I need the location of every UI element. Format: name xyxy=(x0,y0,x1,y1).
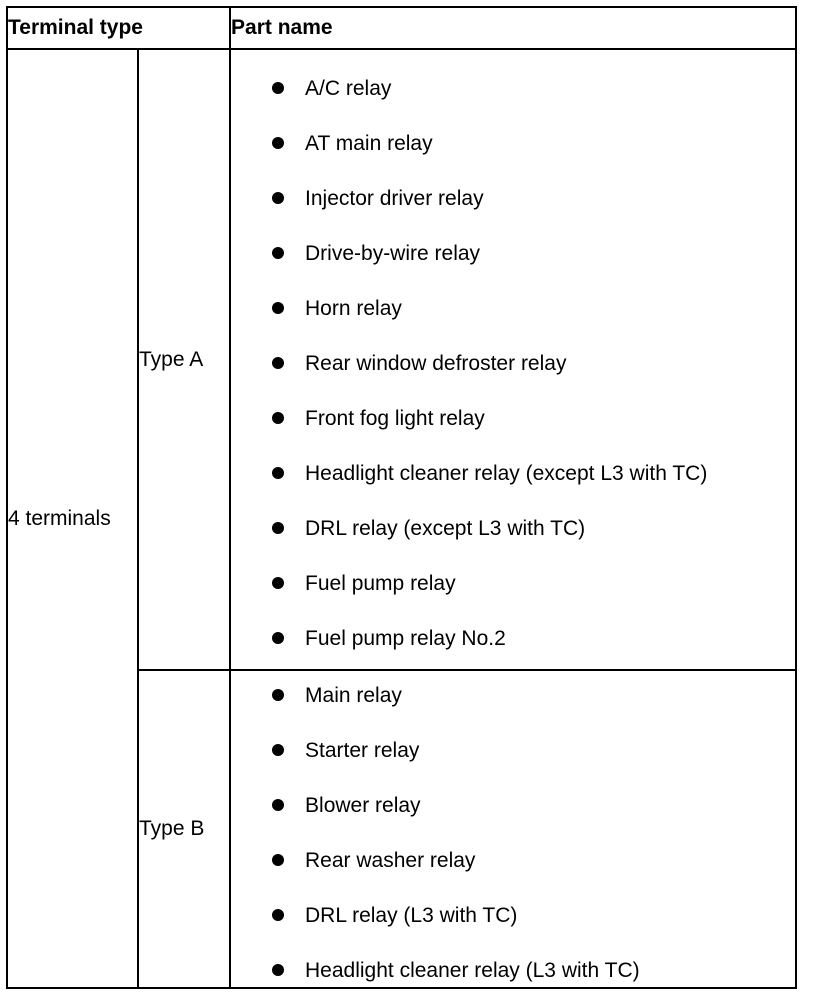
bullet-icon xyxy=(272,744,285,757)
list-item: Rear washer relay xyxy=(231,846,795,875)
part-name-text: Horn relay xyxy=(305,297,402,321)
terminals-cell: 4 terminals xyxy=(6,48,139,989)
list-item: Front fog light relay xyxy=(231,404,795,433)
header-row: Terminal type Part name xyxy=(5,6,797,50)
bullet-icon xyxy=(272,302,285,315)
part-name-text: Fuel pump relay No.2 xyxy=(305,627,506,651)
part-name-text: Front fog light relay xyxy=(305,407,485,431)
list-item: Blower relay xyxy=(231,791,795,820)
table-row-type-a: 4 terminals Type A A/C relay AT main rela… xyxy=(6,47,797,989)
type-a-cell: Type A xyxy=(136,47,232,672)
part-name-text: Headlight cleaner relay (L3 with TC) xyxy=(305,959,640,983)
bullet-icon xyxy=(272,854,285,867)
type-b-cell: Type B xyxy=(136,669,232,989)
header-terminal-type: Terminal type xyxy=(5,6,232,50)
part-name-text: Blower relay xyxy=(305,794,421,818)
part-name-text: Fuel pump relay xyxy=(305,572,456,596)
relay-table: Terminal type Part name 4 terminals Type… xyxy=(5,6,797,989)
bullet-icon xyxy=(272,247,285,260)
part-name-text: A/C relay xyxy=(305,77,392,101)
bullet-icon xyxy=(272,412,285,425)
list-item: Fuel pump relay No.2 xyxy=(231,624,795,653)
bullet-icon xyxy=(272,799,285,812)
part-name-text: Injector driver relay xyxy=(305,187,484,211)
part-name-text: Headlight cleaner relay (except L3 with … xyxy=(305,462,708,486)
list-item: AT main relay xyxy=(231,129,795,158)
part-name-text: AT main relay xyxy=(305,132,433,156)
list-item: Fuel pump relay xyxy=(231,569,795,598)
part-name-text: Rear window defroster relay xyxy=(305,352,567,376)
bullet-icon xyxy=(272,522,285,535)
list-item: Rear window defroster relay xyxy=(231,349,795,378)
bullet-icon xyxy=(272,964,285,977)
bullet-icon xyxy=(272,82,285,95)
bullet-icon xyxy=(272,192,285,205)
part-name-text: Rear washer relay xyxy=(305,849,476,873)
list-item: Starter relay xyxy=(231,736,795,765)
list-item: A/C relay xyxy=(231,74,795,103)
list-item: Horn relay xyxy=(231,294,795,323)
bullet-icon xyxy=(272,689,285,702)
list-item: DRL relay (except L3 with TC) xyxy=(231,514,795,543)
part-name-text: DRL relay (except L3 with TC) xyxy=(305,517,586,541)
part-name-text: Drive-by-wire relay xyxy=(305,242,481,266)
list-item: Headlight cleaner relay (except L3 with … xyxy=(231,459,795,488)
bullet-icon xyxy=(272,137,285,150)
list-item: Headlight cleaner relay (L3 with TC) xyxy=(231,956,795,985)
list-item: Drive-by-wire relay xyxy=(231,239,795,268)
header-part-name: Part name xyxy=(229,6,797,50)
list-item: Main relay xyxy=(231,681,795,710)
part-name-text: Main relay xyxy=(305,684,402,708)
bullet-icon xyxy=(272,357,285,370)
bullet-icon xyxy=(272,577,285,590)
part-name-text: Starter relay xyxy=(305,739,420,763)
list-item: DRL relay (L3 with TC) xyxy=(231,901,795,930)
part-name-text: DRL relay (L3 with TC) xyxy=(305,904,518,928)
bullet-icon xyxy=(272,467,285,480)
list-item: Injector driver relay xyxy=(231,184,795,213)
bullet-icon xyxy=(272,632,285,645)
bullet-icon xyxy=(272,909,285,922)
